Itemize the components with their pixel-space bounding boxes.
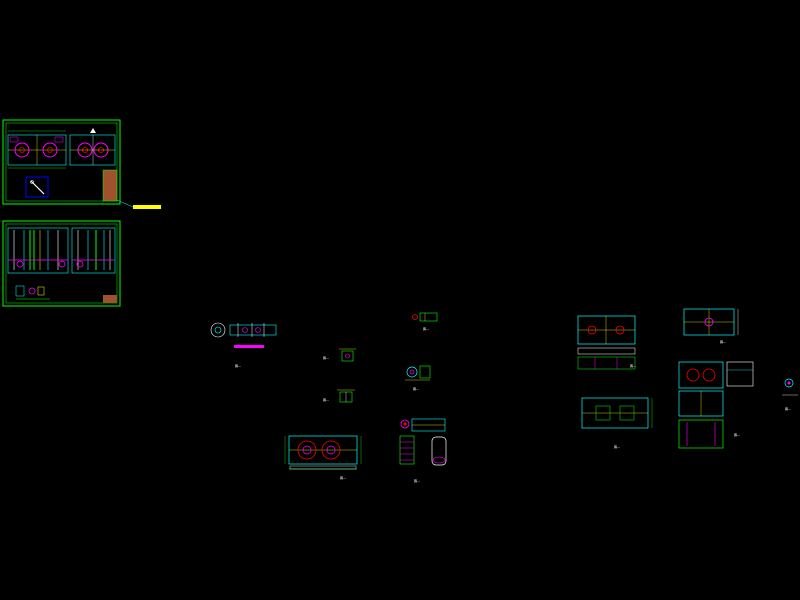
caption-fan-small-b: 圖―	[323, 397, 329, 402]
caption-right-elev-a: 圖―	[614, 444, 620, 449]
detail-right-elev-a[interactable]: 圖―	[581, 397, 653, 449]
drawing-sheet-2[interactable]	[2, 220, 121, 307]
detail-fan-housing-mid[interactable]: 圖―	[405, 365, 431, 391]
caption-right-plan-a: 圖―	[630, 363, 636, 368]
caption-fan-housing-large: 圖―	[340, 475, 346, 480]
detail-fan-small-a[interactable]: 圖―	[323, 348, 356, 362]
detail-fan-housing-top[interactable]: 圖―	[412, 312, 438, 331]
title-block-1	[102, 169, 118, 202]
detail-fan-small-b[interactable]: 圖―	[323, 389, 355, 403]
detail-right-elev-b[interactable]: 圖―	[678, 361, 754, 449]
caption-fan-motor-stack: 圖―	[414, 478, 420, 483]
caption-fan-section: 圖―	[235, 363, 241, 368]
detail-fan-housing-large[interactable]: 圖―	[284, 435, 362, 480]
sheet2-elevation-right	[71, 227, 116, 274]
caption-right-elev-b: 圖―	[734, 432, 740, 437]
caption-right-edge: 圖―	[785, 406, 791, 411]
sheet2-elevation-left	[7, 227, 69, 274]
drawing-sheet-1[interactable]	[2, 119, 161, 209]
callout-leader	[116, 199, 134, 208]
callout-label	[133, 205, 161, 209]
caption-right-plan-b: 圖―	[720, 339, 726, 344]
detail-fan-motor-stack[interactable]: 圖―	[399, 418, 447, 483]
caption-fan-small-a: 圖―	[323, 355, 329, 360]
caption-fan-housing-mid: 圖―	[413, 386, 419, 391]
sheet1-plan-right	[69, 128, 116, 166]
sheet1-plan-left	[7, 130, 67, 169]
detail-right-plan-b[interactable]: 圖―	[683, 308, 739, 344]
title-block-2	[103, 295, 117, 303]
detail-fan-section[interactable]: 圖―	[210, 322, 277, 368]
sheet1-key-symbol	[25, 176, 49, 198]
detail-right-edge[interactable]: 圖―	[782, 378, 798, 411]
detail-right-plan-a[interactable]: 圖―	[577, 315, 636, 370]
sheet2-small-detail	[15, 285, 50, 300]
caption-fan-housing-top: 圖―	[423, 326, 429, 331]
